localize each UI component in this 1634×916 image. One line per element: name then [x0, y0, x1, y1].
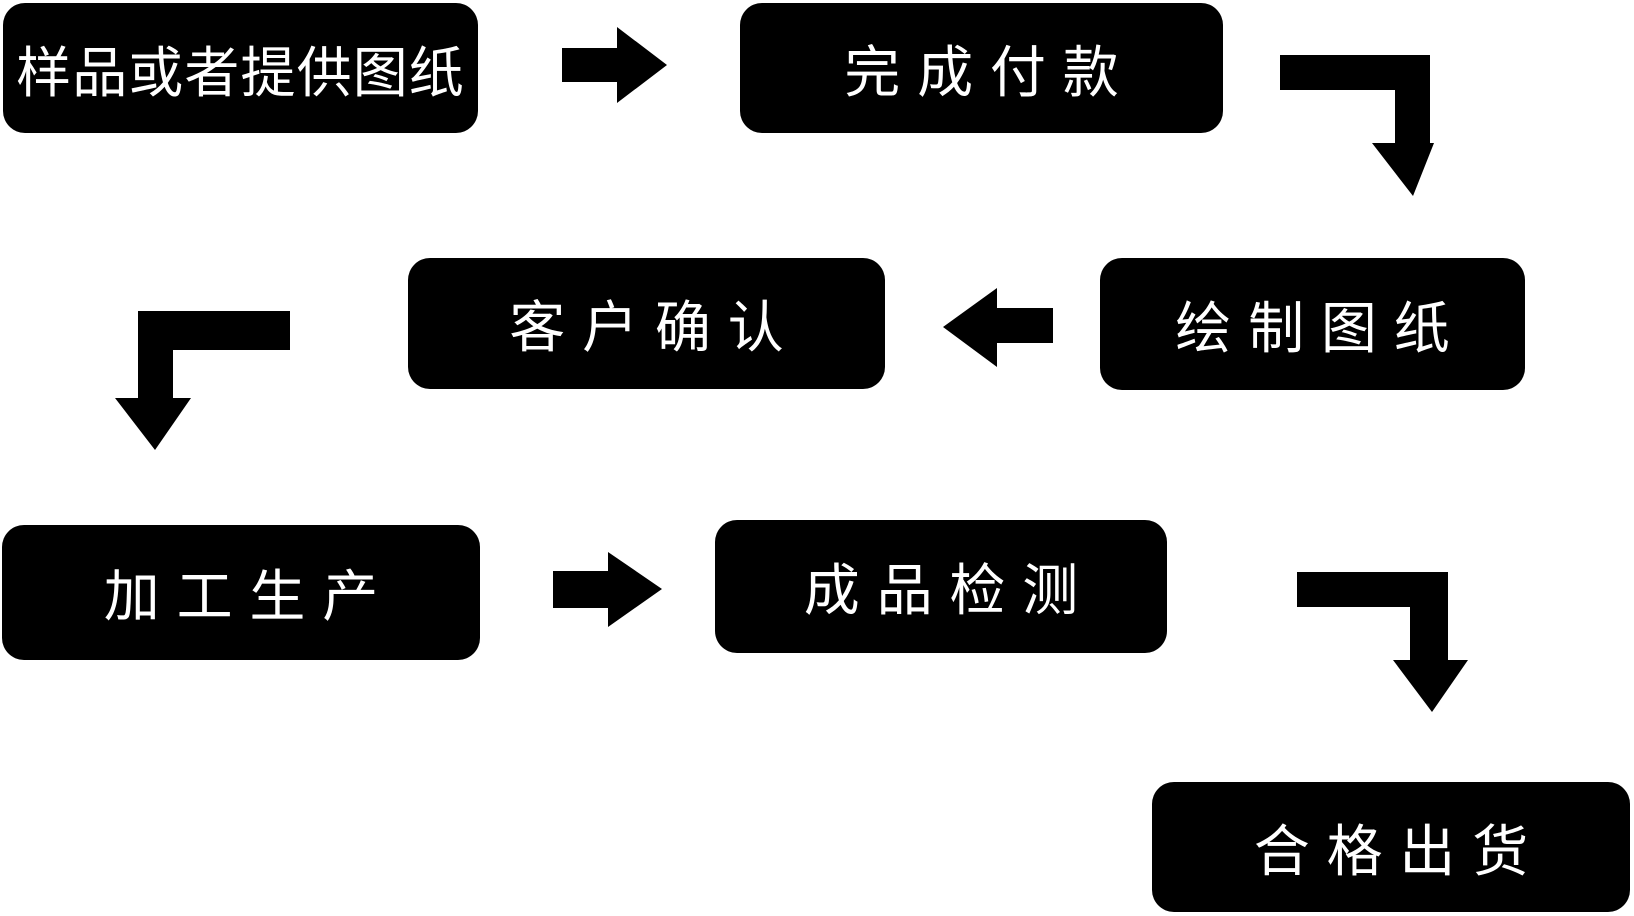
node-label: 成品检测: [803, 559, 1095, 624]
arrow-elbow-right-down-icon: [1280, 55, 1435, 197]
arrow-right-icon: [553, 552, 663, 628]
node-customer-confirm: 客户确认: [408, 258, 885, 389]
arrow-left-icon: [943, 288, 1054, 368]
node-qualified-shipment: 合格出货: [1152, 782, 1630, 912]
node-label: 合格出货: [1253, 819, 1545, 885]
node-label: 样品或者提供图纸: [16, 41, 465, 105]
arrow-elbow-left-down-icon: [115, 311, 291, 451]
node-label: 加工生产: [103, 565, 395, 630]
node-finished-product-inspection: 成品检测: [715, 520, 1167, 653]
node-label: 绘制图纸: [1175, 296, 1467, 362]
arrow-elbow-right-down-icon: [1297, 572, 1469, 713]
node-complete-payment: 完成付款: [740, 3, 1223, 133]
node-label: 完成付款: [844, 40, 1136, 106]
node-sample-or-drawing: 样品或者提供图纸: [3, 3, 478, 133]
node-label: 客户确认: [509, 296, 801, 361]
arrow-right-icon: [562, 27, 668, 104]
node-processing-production: 加工生产: [2, 525, 480, 660]
node-draw-blueprint: 绘制图纸: [1100, 258, 1525, 390]
